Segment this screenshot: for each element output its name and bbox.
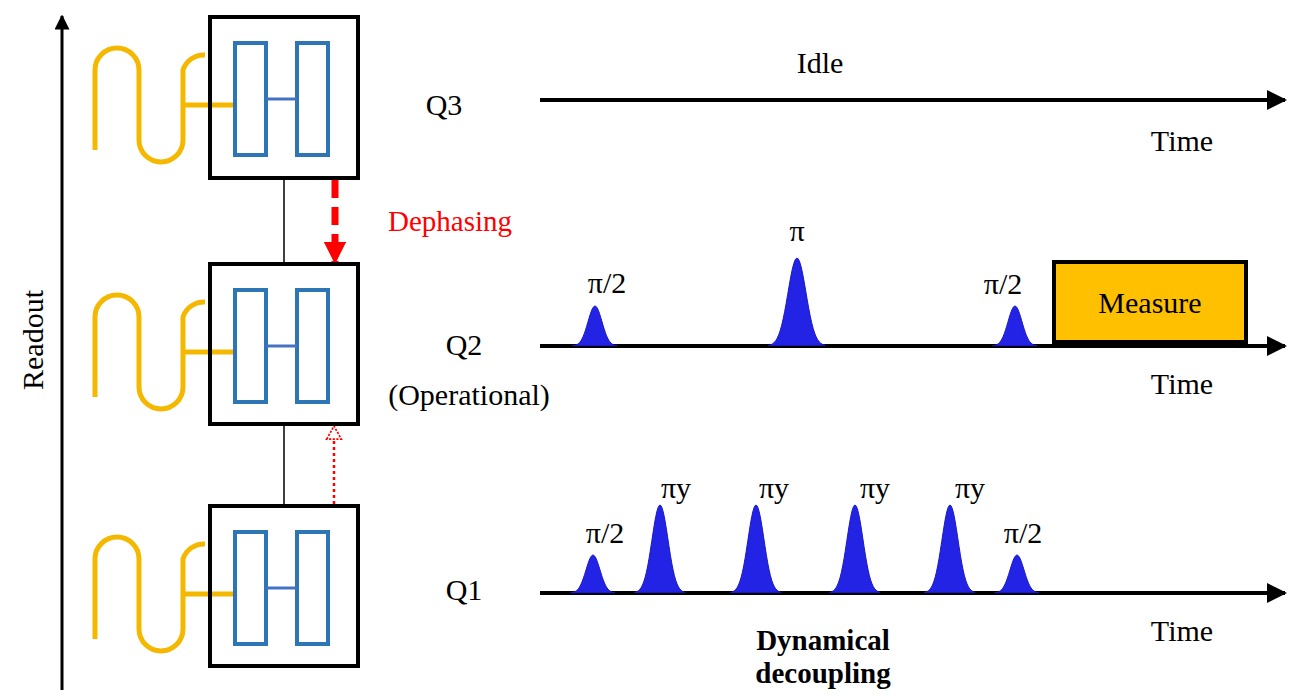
axis-label: Readout (16, 290, 49, 390)
axis-label: Time (1151, 124, 1213, 157)
sequence-caption: Dynamical decoupling (733, 624, 913, 691)
pulse-label: πy (860, 471, 890, 504)
pulse (995, 555, 1039, 593)
qubit-label: (Operational) (388, 378, 550, 411)
pulse-label: πy (759, 471, 789, 504)
pulse-label: π/2 (984, 267, 1022, 300)
measure-box: Measure (1052, 260, 1248, 344)
readout-arrow (61, 16, 64, 690)
pulse (573, 306, 617, 346)
qubit-label: Q1 (446, 573, 483, 606)
qubit-box: Q1 (208, 504, 360, 668)
pulse (829, 505, 880, 592)
crosstalk-arrow (333, 426, 336, 504)
pulse-label: π/2 (586, 516, 624, 549)
pulse (634, 505, 685, 592)
pulse (730, 505, 781, 592)
coupling-line (283, 180, 285, 262)
pulse-label: π/2 (588, 266, 626, 299)
axis-label: Time (1151, 367, 1213, 400)
pulse-label: π/2 (1004, 516, 1042, 549)
dephasing-arrow (332, 180, 339, 262)
coupling-line (283, 426, 285, 504)
junction (266, 98, 297, 101)
pulse-label: πy (955, 471, 985, 504)
transmon-pad (235, 532, 266, 644)
pulse (571, 555, 615, 593)
junction (266, 345, 297, 348)
axis-label: Time (1151, 614, 1213, 647)
box-label: Measure (1098, 286, 1201, 319)
pulse (993, 306, 1037, 346)
transmon-pad (297, 532, 328, 644)
qubit-box: Q3 (208, 15, 360, 180)
time-axis (540, 344, 1285, 348)
pulse-label: πy (661, 471, 691, 504)
pulse (924, 505, 975, 592)
edge-label: Dephasing (388, 205, 512, 238)
transmon-pad (235, 290, 266, 402)
transmon-pad (297, 290, 328, 402)
qubit-label: Q2 (446, 328, 483, 361)
junction (266, 587, 297, 590)
transmon-pad (297, 43, 328, 155)
pulse-label: π (789, 214, 804, 247)
transmon-pad (235, 43, 266, 155)
pulse (768, 258, 825, 345)
qubit-label: Q3 (426, 88, 463, 121)
qubit-state-label: Idle (797, 46, 844, 79)
qubit-box: Q2(Operational) (208, 262, 360, 426)
time-axis (540, 98, 1285, 102)
pulse-group (571, 258, 1039, 593)
